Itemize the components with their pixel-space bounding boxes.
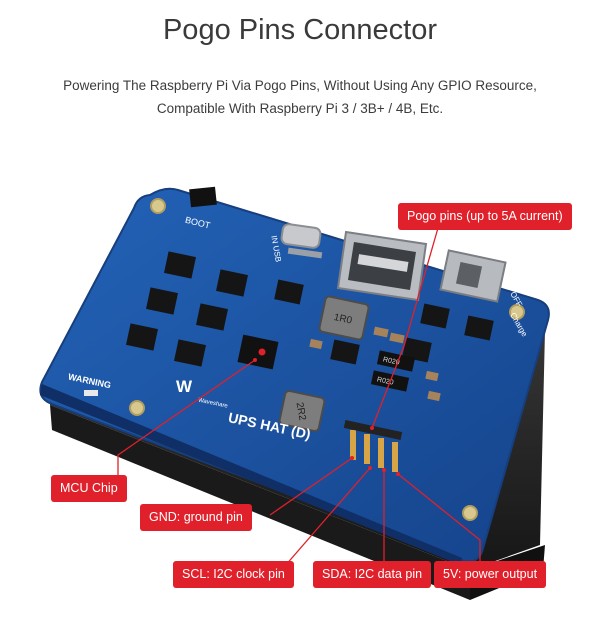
ic-chip [464,315,494,341]
mcu-chip [237,334,279,370]
mount-hole [509,304,525,320]
pcb-board [39,187,550,563]
ic-chips [126,251,494,367]
mount-hole [462,505,478,521]
ic-chip [420,303,450,329]
ic-chip [402,337,432,363]
subtitle-line-1: Powering The Raspberry Pi Via Pogo Pins,… [63,78,537,93]
pogo-pin-sda [378,438,384,468]
ic-chip [126,323,158,351]
battery-holder-side [50,405,470,600]
inductor-2-label: 2R2 [294,401,308,421]
pogo-pin-gnd [350,430,356,460]
callout-gnd: GND: ground pin [140,504,252,531]
ic-chip [196,303,228,331]
inductor-1-label: 1R0 [333,312,354,327]
shunt-resistor-1-label: R020 [382,356,400,366]
warning-led [84,390,98,396]
pogo-pin-base [343,420,403,440]
mount-hole [150,198,166,214]
inductor-1 [318,295,370,341]
usb-a-tongue [357,254,409,272]
shunt-resistor-1 [376,350,416,372]
pcb-edge [40,384,462,565]
leader-pogo [371,227,439,429]
page-subtitle: Powering The Raspberry Pi Via Pogo Pins,… [0,74,600,120]
boot-button [189,186,217,208]
ic-chip [164,251,196,279]
pogo-pin-5v [392,442,398,472]
ic-chip [274,279,304,305]
ic-chip [330,339,360,365]
small-components [309,326,441,402]
subtitle-line-2: Compatible With Raspberry Pi 3 / 3B+ / 4… [156,101,444,116]
usb-c-connector-pins [287,247,323,259]
shunt-resistor-2-label: R020 [376,376,394,386]
callout-pogo-pins: Pogo pins (up to 5A current) [398,203,572,230]
page-title: Pogo Pins Connector [162,14,438,46]
pogo-pins [343,420,403,472]
leader-scl [277,467,371,575]
callout-5v: 5V: power output [434,561,547,588]
ic-chip [174,339,206,367]
callout-sda: SDA: I2C data pin [313,561,432,588]
mcu-chip-dot [258,348,266,356]
mount-hole [129,400,145,416]
callout-scl: SCL: I2C clock pin [173,561,294,588]
brand-logo-glyph: W [176,377,193,396]
inductor-2 [278,389,326,433]
slide-switch-knob [455,261,483,289]
leader-gnd [269,457,353,516]
usb-c-port [280,223,322,249]
ic-chip [146,287,178,315]
callout-mcu-chip: MCU Chip [51,475,127,502]
pogo-pin-scl [364,434,370,464]
ic-chip [216,269,248,297]
